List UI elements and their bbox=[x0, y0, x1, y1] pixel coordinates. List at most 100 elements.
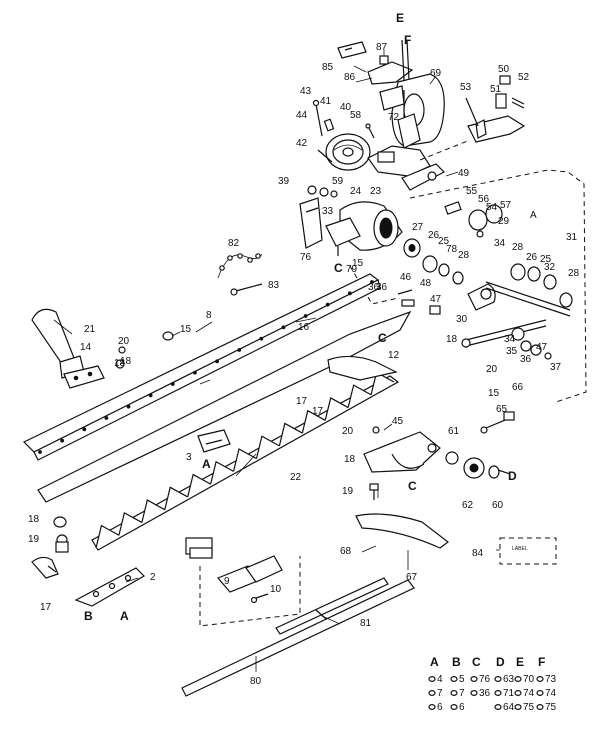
bar-hole bbox=[38, 450, 42, 454]
bracket-76 bbox=[299, 197, 323, 249]
hardware-part bbox=[450, 703, 458, 710]
bar-hole bbox=[259, 336, 264, 341]
bolt-60 bbox=[488, 465, 511, 479]
washer-18 bbox=[115, 359, 125, 369]
callout-51: 51 bbox=[490, 84, 502, 95]
bolt-39 bbox=[307, 185, 338, 198]
callout-73: 73 bbox=[545, 674, 557, 685]
callout-36: 36 bbox=[479, 688, 491, 699]
bar-hole bbox=[215, 359, 219, 364]
callout-79: 79 bbox=[346, 264, 358, 275]
callout-26: 26 bbox=[428, 230, 440, 241]
callout-62: 62 bbox=[462, 500, 474, 511]
bar-hole bbox=[126, 404, 131, 409]
callout-48: 48 bbox=[420, 278, 432, 289]
callout-49: 49 bbox=[458, 168, 470, 179]
callout-34: 34 bbox=[494, 238, 506, 249]
letter-d: D bbox=[508, 469, 517, 483]
callout-39: 39 bbox=[278, 176, 290, 187]
shaft-42 bbox=[317, 149, 333, 163]
bar-hole bbox=[303, 314, 308, 318]
frame-tick bbox=[199, 379, 211, 385]
crank-30 bbox=[467, 283, 496, 311]
bar-hole bbox=[193, 370, 197, 375]
callout-53: 53 bbox=[460, 82, 472, 93]
bar-80 bbox=[181, 579, 415, 697]
bracket-53 bbox=[465, 97, 526, 143]
callout-20: 20 bbox=[486, 364, 498, 375]
callout-16: 16 bbox=[298, 322, 310, 333]
hardware-column-c: C bbox=[472, 655, 481, 669]
hardware-column-a: A bbox=[430, 655, 439, 669]
rod-e-f bbox=[401, 39, 410, 81]
washer-20 bbox=[118, 346, 126, 354]
callout-68: 68 bbox=[340, 546, 352, 557]
hardware-column-b: B bbox=[452, 655, 461, 669]
callout-24: 24 bbox=[350, 186, 362, 197]
hardware-part bbox=[494, 703, 502, 710]
callout-85: 85 bbox=[322, 62, 334, 73]
callout-82: 82 bbox=[228, 238, 240, 249]
callout-29: 29 bbox=[498, 216, 510, 227]
callout-47: 47 bbox=[536, 342, 548, 353]
hardware-part bbox=[428, 703, 436, 710]
callout-5: 5 bbox=[459, 674, 465, 685]
letter-a: A bbox=[120, 609, 129, 623]
callout-18: 18 bbox=[120, 356, 132, 367]
callout-8: 8 bbox=[206, 310, 212, 321]
callout-47: 47 bbox=[430, 294, 442, 305]
hardware-part bbox=[536, 675, 544, 682]
guard-2 bbox=[74, 567, 145, 607]
callout-21: 21 bbox=[84, 324, 96, 335]
bolts-46-48 bbox=[397, 289, 441, 315]
clip-17 bbox=[31, 556, 59, 579]
callout-36: 36 bbox=[376, 282, 388, 293]
bar-holes bbox=[38, 280, 374, 454]
hardware-column-e: E bbox=[516, 655, 524, 669]
callout-63: 63 bbox=[503, 674, 515, 685]
rivet-10 bbox=[250, 593, 269, 604]
callout-30: 30 bbox=[456, 314, 468, 325]
callout-10: 10 bbox=[270, 584, 282, 595]
letter-a: A bbox=[530, 210, 537, 221]
bearing-27 bbox=[403, 238, 421, 258]
callout-65: 65 bbox=[496, 404, 508, 415]
hardware-part bbox=[470, 675, 478, 682]
handle-21 bbox=[31, 308, 85, 379]
bolt-65-66 bbox=[480, 411, 515, 434]
section-bracket bbox=[199, 556, 301, 627]
letter-a: A bbox=[202, 457, 211, 471]
callout-66: 66 bbox=[512, 382, 524, 393]
callout-18: 18 bbox=[28, 514, 40, 525]
callout-28: 28 bbox=[512, 242, 524, 253]
callout-18: 18 bbox=[114, 358, 126, 369]
bar-hole bbox=[237, 348, 242, 352]
hardware-part bbox=[494, 689, 502, 696]
bar-hole bbox=[148, 393, 153, 398]
bar-hole bbox=[347, 291, 352, 296]
hardware-part bbox=[428, 689, 436, 696]
pin-52 bbox=[511, 97, 525, 109]
hardware-part bbox=[514, 689, 522, 696]
letter-f: F bbox=[404, 33, 411, 47]
bar-hole bbox=[60, 438, 65, 443]
bearing-62 bbox=[463, 457, 485, 479]
callout-55: 55 bbox=[466, 186, 478, 197]
callout-59: 59 bbox=[332, 176, 344, 187]
callout-18: 18 bbox=[344, 454, 356, 465]
callout-52: 52 bbox=[518, 72, 530, 83]
knife-head-45 bbox=[363, 431, 441, 473]
callout-61: 61 bbox=[448, 426, 460, 437]
bar-hole bbox=[281, 325, 286, 330]
hub-59 bbox=[367, 145, 431, 177]
hardware-part bbox=[428, 675, 436, 682]
bar-hole bbox=[104, 416, 109, 420]
callout-58: 58 bbox=[350, 110, 362, 121]
callout-12: 12 bbox=[388, 350, 400, 361]
hardware-part bbox=[494, 675, 502, 682]
callout-9: 9 bbox=[224, 576, 230, 587]
callout-20: 20 bbox=[118, 336, 130, 347]
callout-83: 83 bbox=[268, 280, 280, 291]
